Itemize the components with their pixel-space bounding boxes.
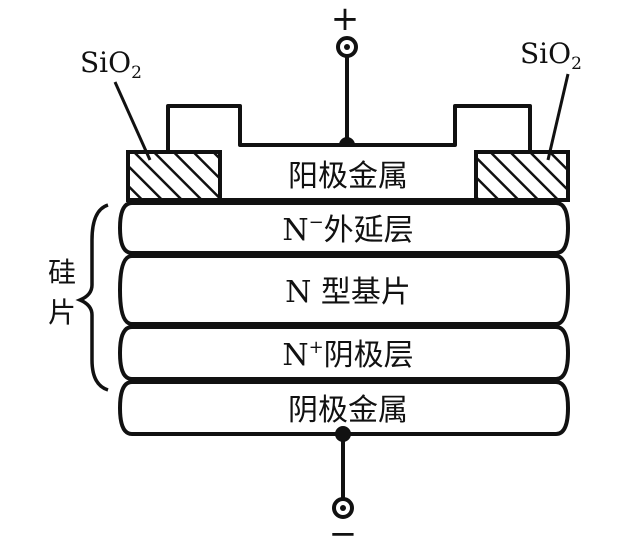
n-plus-layer-label: N+阴极层 <box>282 337 413 373</box>
n-plus-cathode-layer <box>117 325 571 381</box>
n-minus-layer-label: N−外延层 <box>282 212 413 248</box>
sio2-right-leader <box>546 73 570 161</box>
n-type-substrate <box>117 254 571 326</box>
n-substrate-label: N 型基片 <box>285 275 411 310</box>
sio2-right-label: SiO2 <box>520 37 582 74</box>
cathode-terminal-center <box>340 505 346 511</box>
anode-terminal-center <box>344 44 350 50</box>
wafer-brace <box>75 203 109 392</box>
sio2-left-label: SiO2 <box>80 46 142 83</box>
sio2-left-leader <box>113 81 152 161</box>
plus-sign: + <box>331 0 360 39</box>
wafer-label-char-1: 硅 <box>48 256 76 289</box>
anode-metal-label: 阳极金属 <box>288 159 408 194</box>
cathode-metal-label: 阴极金属 <box>288 393 408 428</box>
sio2-left-block <box>126 150 222 202</box>
n-minus-epitaxial-layer <box>117 201 571 255</box>
cathode-metal-layer <box>117 380 571 436</box>
wafer-label-char-2: 片 <box>48 296 76 329</box>
sio2-right-block <box>474 150 570 202</box>
minus-sign: − <box>329 514 358 551</box>
